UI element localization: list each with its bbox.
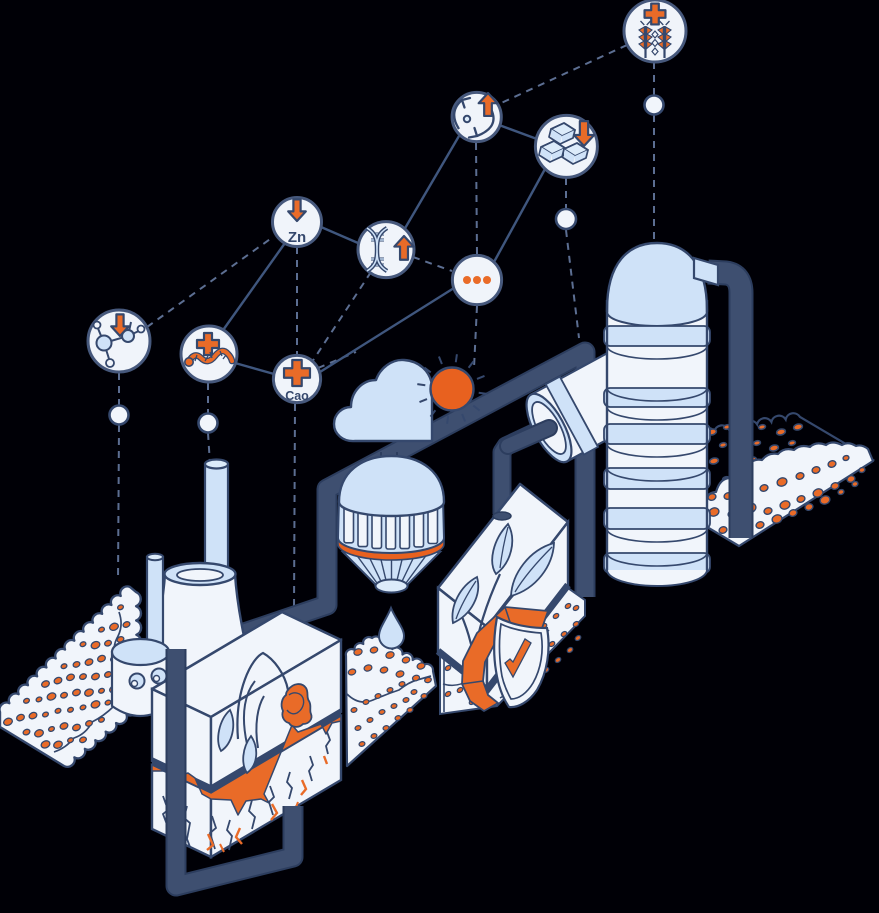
svg-text:Cao: Cao xyxy=(285,389,309,403)
svg-text:Zn: Zn xyxy=(288,229,306,246)
